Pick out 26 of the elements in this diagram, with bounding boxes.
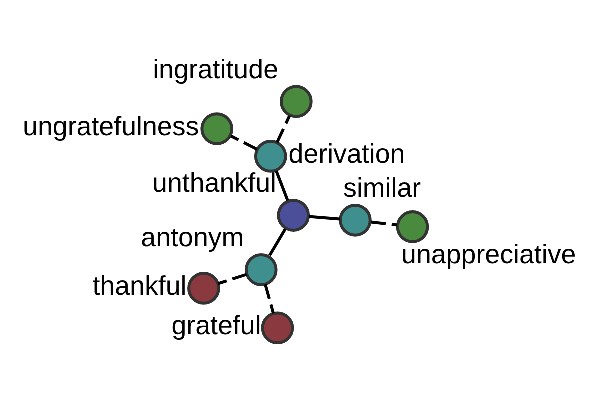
node-circle bbox=[254, 140, 288, 173]
node-circle bbox=[261, 312, 294, 345]
node-label: unthankful bbox=[152, 168, 276, 198]
node-circle bbox=[280, 85, 313, 118]
node-circle bbox=[244, 254, 278, 286]
connector bbox=[309, 215, 340, 221]
connector bbox=[275, 170, 290, 202]
connector bbox=[268, 228, 287, 256]
node-circle bbox=[188, 272, 220, 305]
node-label: similar bbox=[344, 173, 422, 204]
connector bbox=[370, 220, 398, 227]
node-circle bbox=[339, 204, 372, 237]
connector bbox=[276, 115, 292, 144]
node-label: thankful bbox=[92, 271, 187, 302]
node-label: unappreciative bbox=[402, 239, 576, 270]
connector bbox=[218, 273, 248, 286]
node-label: antonym bbox=[141, 222, 244, 253]
node-label: ingratitude bbox=[153, 54, 279, 84]
node-label: derivation bbox=[288, 139, 406, 170]
node-circle bbox=[396, 210, 430, 244]
node-circle bbox=[277, 199, 310, 232]
node-label: ungratefulness bbox=[23, 112, 200, 142]
connector bbox=[264, 284, 276, 314]
node-circle bbox=[200, 112, 234, 146]
connector bbox=[230, 134, 258, 151]
node-label: grateful bbox=[172, 310, 262, 341]
